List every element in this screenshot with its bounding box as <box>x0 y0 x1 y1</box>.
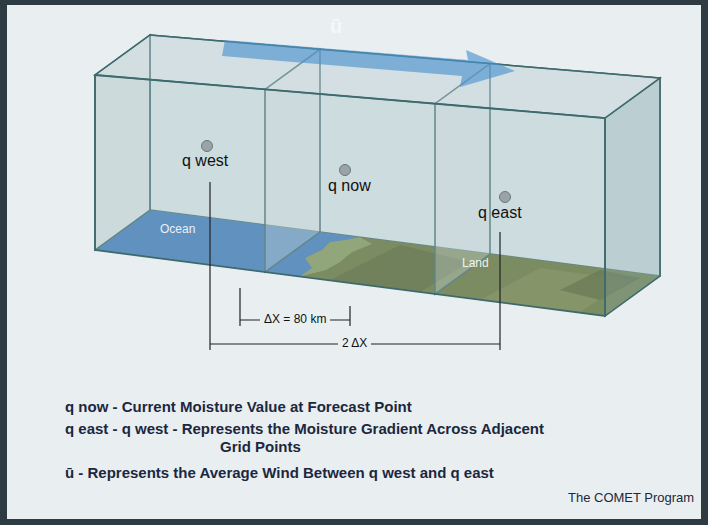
legend-note: q now - Current Moisture Value at Foreca… <box>65 398 412 416</box>
legend-note: ū - Represents the Average Wind Between … <box>65 464 494 482</box>
credit-text: The COMET Program <box>568 490 694 506</box>
legend-note: q east - q west - Represents the Moistur… <box>65 420 560 456</box>
moisture-label: q now <box>328 176 371 195</box>
moisture-label: q west <box>182 151 228 170</box>
dimension-label: 2 ΔX <box>338 336 371 350</box>
region-label: Land <box>462 256 489 270</box>
moisture-label: q east <box>478 203 522 222</box>
dimension-label: ΔX = 80 km <box>260 312 330 326</box>
wind-symbol: ū <box>330 14 342 38</box>
region-label: Ocean <box>160 222 195 236</box>
